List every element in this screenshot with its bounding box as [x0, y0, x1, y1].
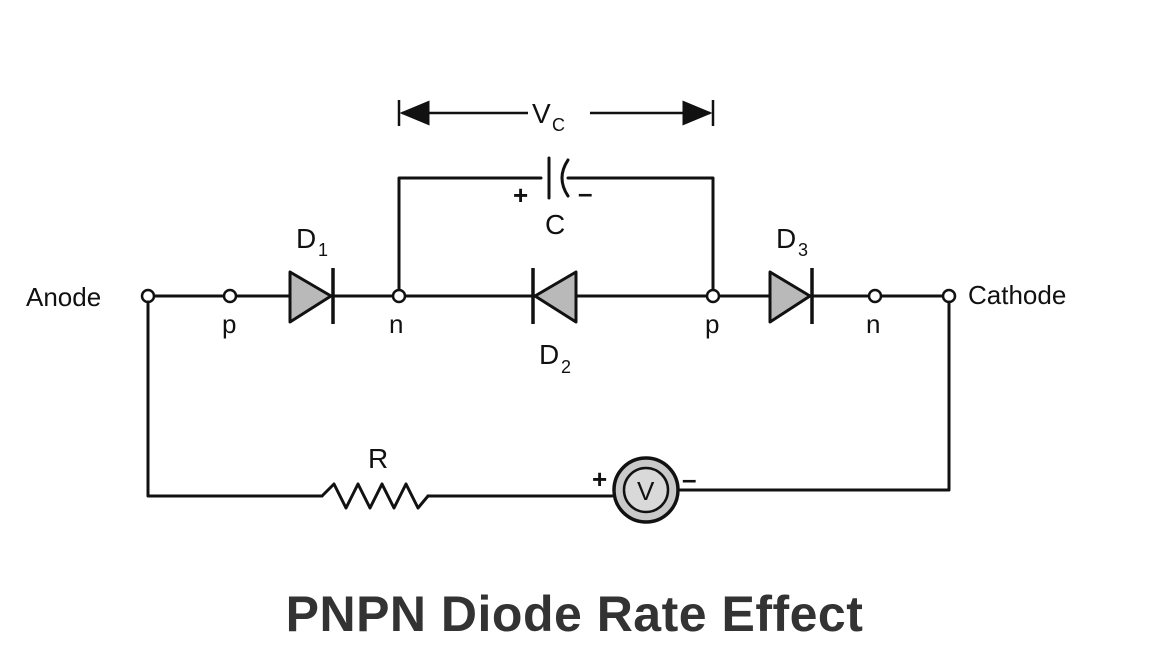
layer-label-n2: n	[866, 309, 880, 339]
layer-label-p1: p	[222, 309, 236, 339]
cathode-terminal	[941, 288, 957, 304]
voltage-source: V + –	[592, 456, 696, 524]
cathode-label: Cathode	[968, 280, 1066, 310]
resistor-r: R	[320, 443, 430, 510]
anode-terminal	[140, 288, 156, 304]
terminal-p2	[705, 288, 721, 304]
voltage-source-label: V	[637, 476, 655, 506]
d3-label: D	[776, 223, 796, 254]
d1-subscript: 1	[318, 240, 328, 260]
layer-label-p2: p	[705, 309, 719, 339]
bottom-loop	[146, 300, 951, 498]
terminal-p1	[222, 288, 238, 304]
diode-d3: D 3	[768, 223, 814, 324]
source-plus-sign: +	[592, 464, 607, 494]
layer-terminals: p n p n	[222, 288, 883, 339]
capacitor-minus-sign: –	[578, 178, 592, 208]
layer-label-n1: n	[389, 309, 403, 339]
capacitor-plus-sign: +	[513, 180, 528, 210]
anode-label: Anode	[26, 282, 101, 312]
terminal-n2	[867, 288, 883, 304]
diode-d2: D 2	[531, 268, 578, 377]
vc-subscript: C	[552, 115, 565, 135]
d2-subscript: 2	[561, 357, 571, 377]
d2-label: D	[539, 339, 559, 370]
capacitor-plate-negative	[560, 158, 570, 198]
source-minus-sign: –	[682, 464, 696, 494]
resistor-label: R	[368, 443, 388, 474]
d1-label: D	[296, 223, 316, 254]
vc-dimension: V C	[397, 98, 715, 135]
d3-subscript: 3	[798, 240, 808, 260]
main-terminals: Anode Cathode	[26, 280, 1066, 312]
capacitor-label: C	[545, 209, 565, 240]
diode-d1: D 1	[288, 223, 335, 324]
terminal-n1	[391, 288, 407, 304]
capacitor-branch: + – C	[397, 156, 715, 297]
diagram-caption: PNPN Diode Rate Effect	[285, 586, 864, 642]
vc-label: V	[532, 98, 551, 129]
